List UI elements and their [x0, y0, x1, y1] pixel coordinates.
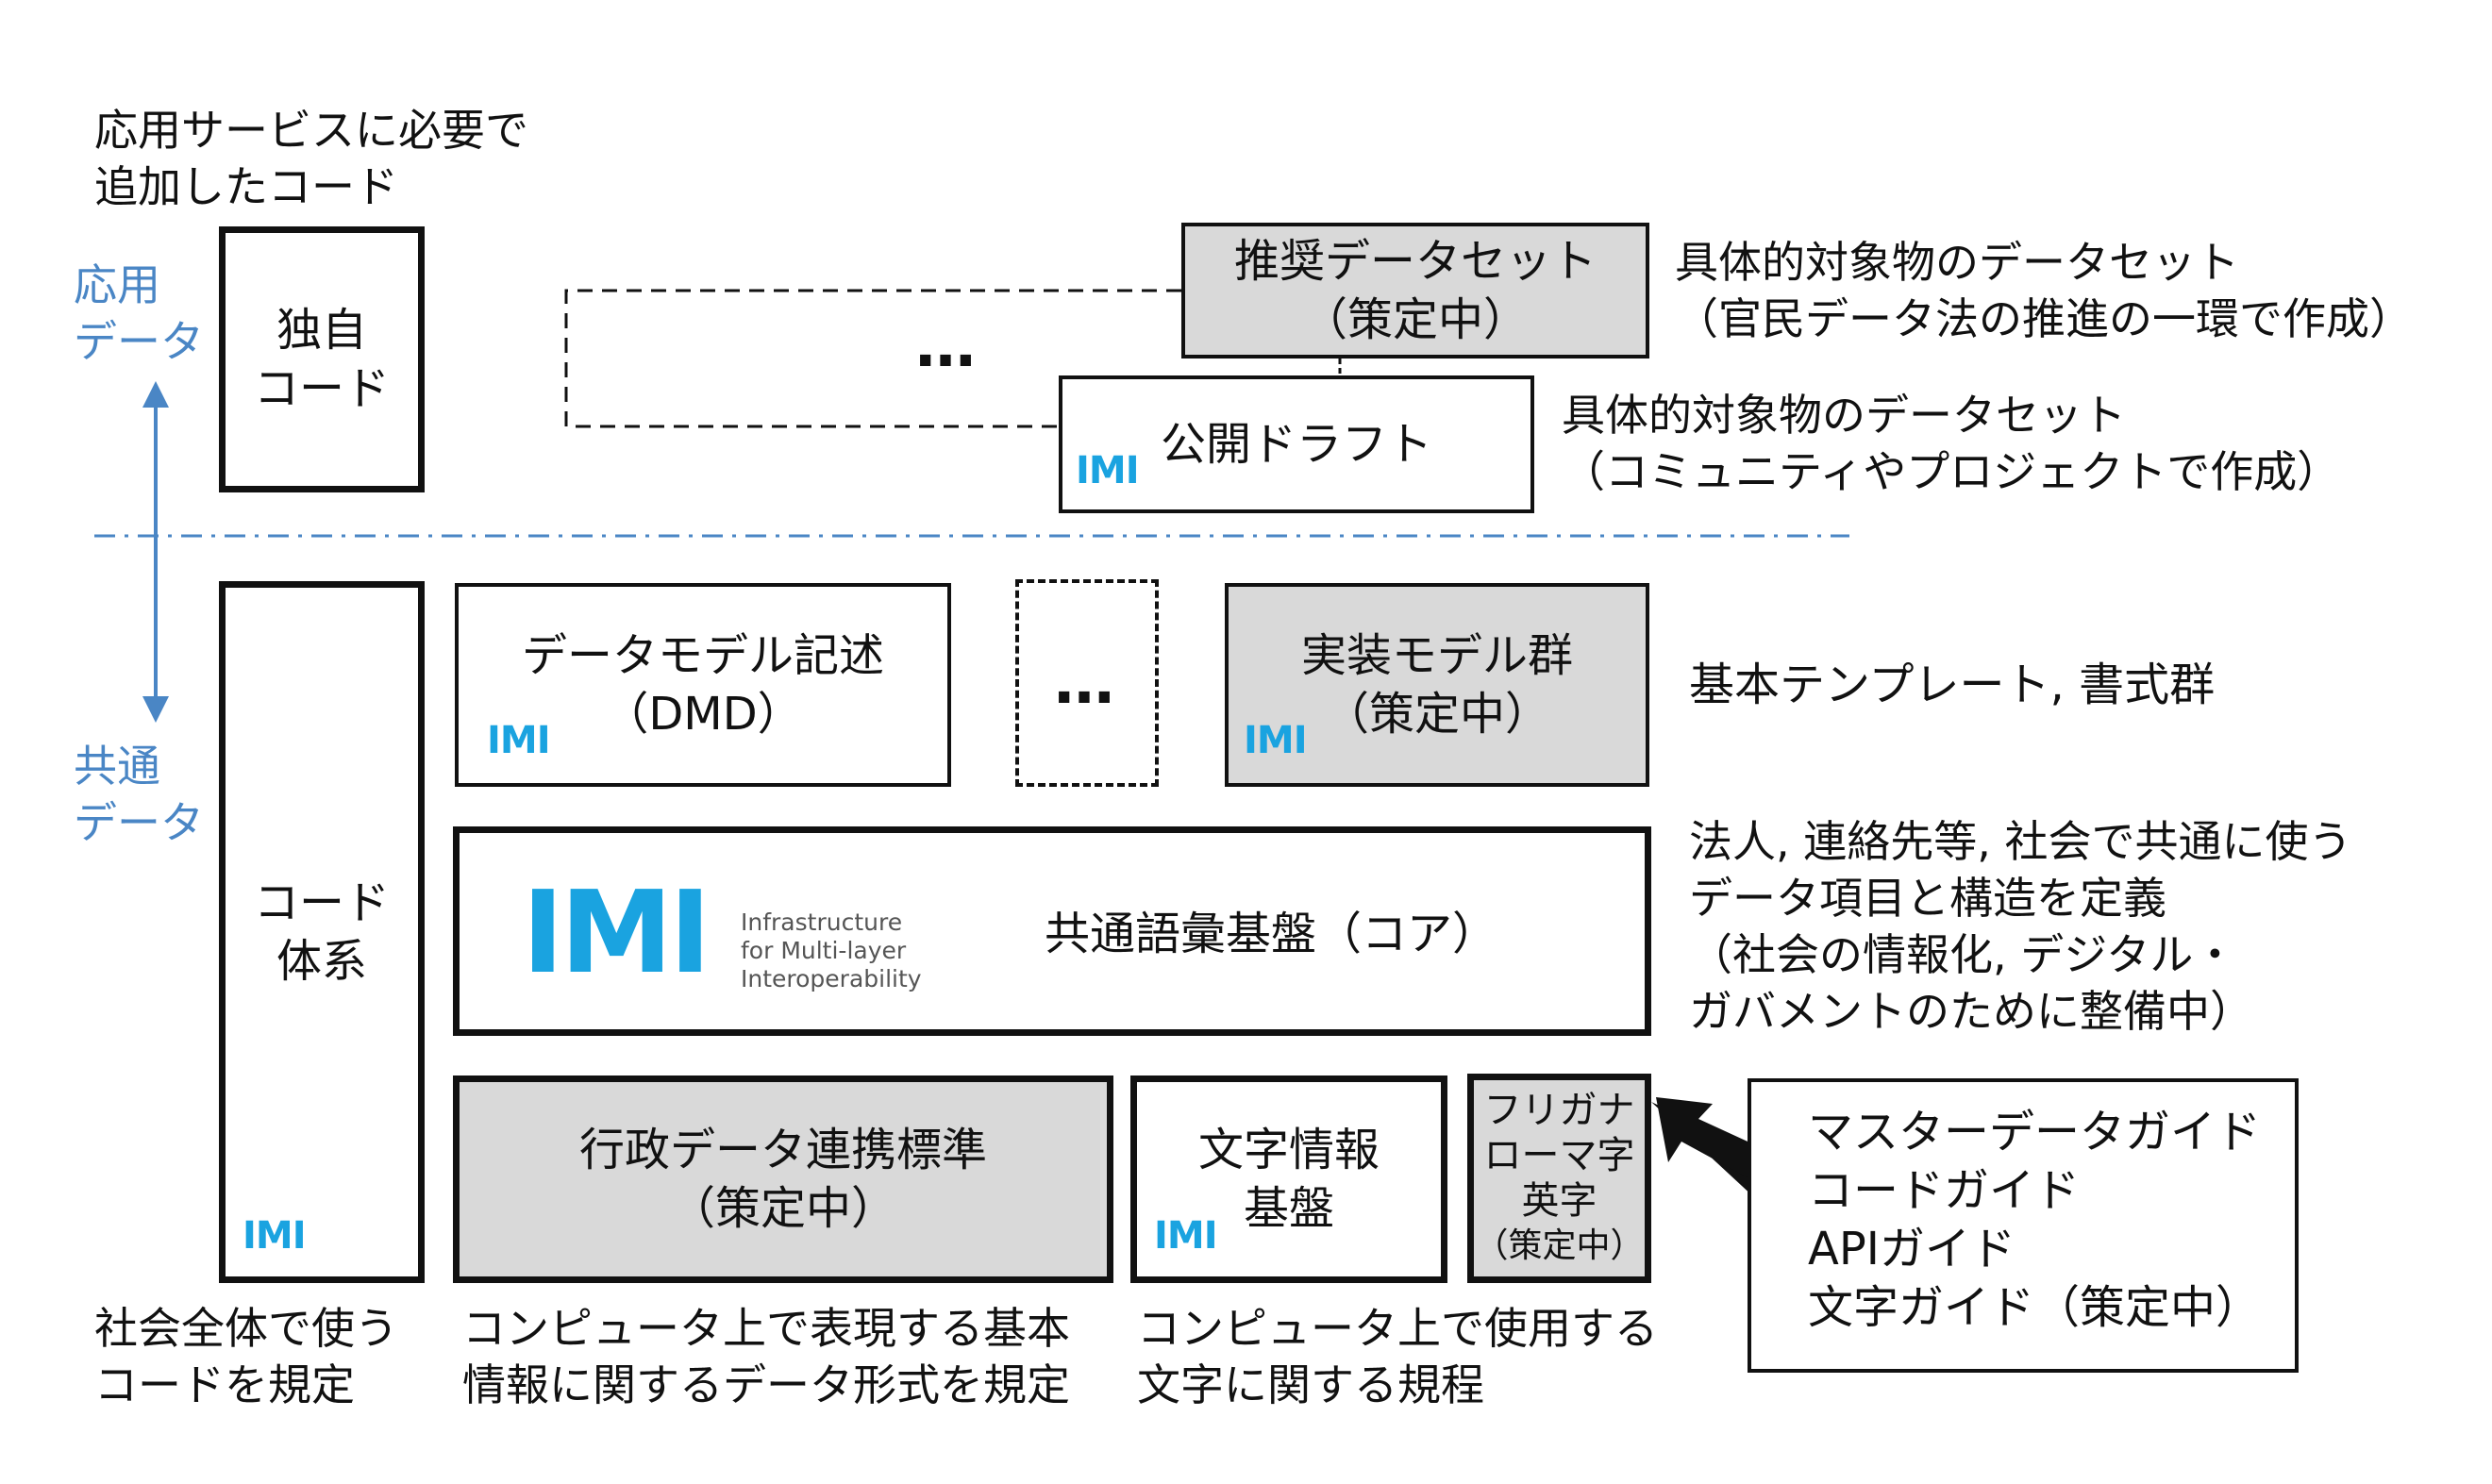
core-box: IMI Infrastructure for Multi-layer Inter… [453, 826, 1651, 1036]
imi-logo-icon: IMI [1244, 719, 1308, 762]
ellipsis-box: … [1015, 579, 1159, 787]
impl-models-box: 実装モデル群 （策定中） IMI [1225, 583, 1649, 787]
top-note: 応用サービスに必要で 追加したコード [94, 105, 528, 212]
dmd-box: データモデル記述 （DMD） IMI [455, 583, 951, 787]
imi-logo-icon: IMI [1154, 1214, 1218, 1258]
public-draft-box: 公開ドラフト IMI [1059, 375, 1534, 513]
gov-standard-note: コンピュータ上で表現する基本 情報に関するデータ形式を規定 [462, 1303, 1070, 1410]
imi-logo-large-icon: IMI [522, 868, 711, 999]
imi-logo-icon: IMI [1076, 449, 1140, 492]
furigana-box: フリガナ ローマ字 英字 （策定中） [1467, 1074, 1651, 1283]
core-label: 共通語彙基盤（コア） [1045, 908, 1498, 960]
label-app-data: 応用 データ [74, 259, 204, 367]
recommended-note: 具体的対象物のデータセット （官民データ法の推進の一環で作成） [1675, 237, 2413, 344]
imi-tagline: Infrastructure for Multi-layer Interoper… [741, 909, 922, 992]
char-info-box: 文字情報 基盤 IMI [1130, 1075, 1447, 1283]
own-code-box: 独自 コード [219, 226, 425, 492]
guides-box: マスターデータガイド コードガイド APIガイド 文字ガイド（策定中） [1748, 1078, 2299, 1373]
imi-logo-icon: IMI [487, 719, 551, 762]
draft-note: 具体的対象物のデータセット （コミュニティやプロジェクトで作成） [1562, 390, 2341, 497]
gov-standard-box: 行政データ連携標準 （策定中） [453, 1075, 1113, 1283]
ellipsis-top: … [915, 311, 981, 381]
code-system-box: コード 体系 IMI [219, 581, 425, 1283]
core-note: 法人, 連絡先等, 社会で共通に使う データ項目と構造を定義 （社会の情報化, … [1689, 816, 2352, 1037]
label-common-data: 共通 データ [74, 741, 204, 848]
recommended-dataset-box: 推奨データセット （策定中） [1181, 223, 1649, 358]
templates-note: 基本テンプレート, 書式群 [1689, 659, 2216, 711]
char-info-note: コンピュータ上で使用する 文字に関する規程 [1137, 1303, 1658, 1410]
imi-logo-icon: IMI [243, 1214, 307, 1258]
code-system-note: 社会全体で使う コードを規定 [94, 1303, 398, 1410]
dashed-bracket [564, 289, 1181, 428]
